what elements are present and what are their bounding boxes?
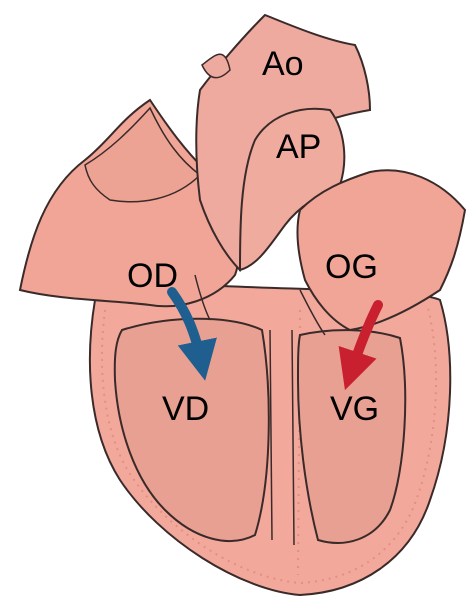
right-ventricle-label: VD (162, 390, 209, 428)
left-ventricle-label: VG (330, 390, 379, 428)
left-atrium-label: OG (325, 248, 378, 286)
right-atrium-label: OD (127, 257, 178, 295)
pulmonary-artery-label: AP (276, 128, 321, 166)
aorta-label: Ao (262, 45, 304, 83)
right-ventricle-chamber (115, 319, 269, 541)
